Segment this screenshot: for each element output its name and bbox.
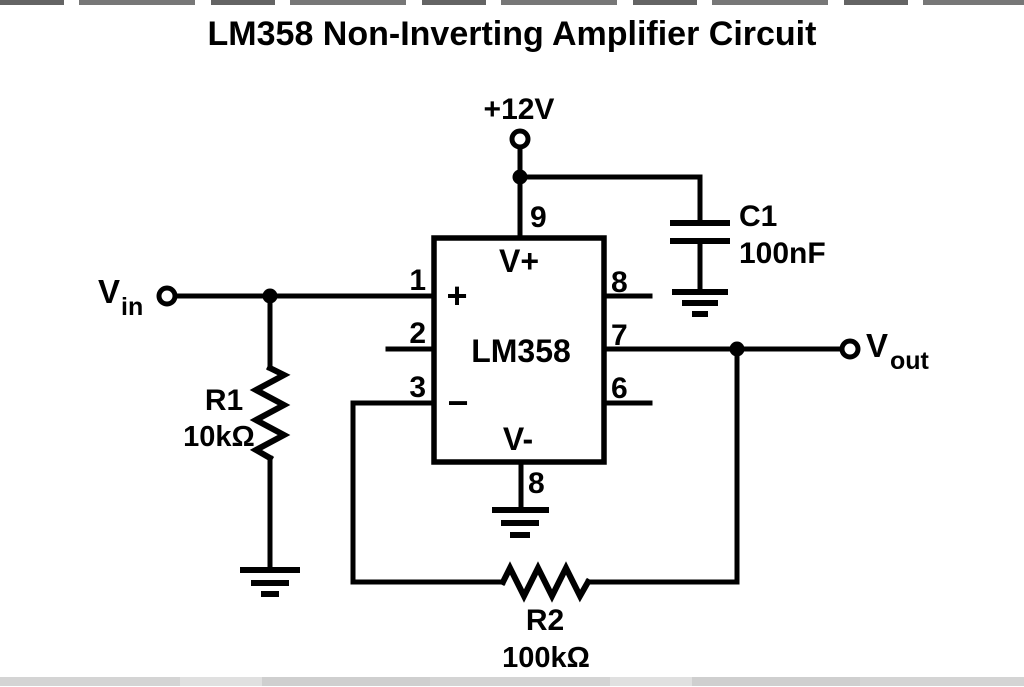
wire-supply-to-cap xyxy=(517,174,703,226)
resistor-r2-symbol xyxy=(498,561,593,603)
r2-value-label: 100kΩ xyxy=(502,642,590,674)
pin-label-top-9: 9 xyxy=(530,201,547,234)
supply-voltage-label: +12V xyxy=(484,93,555,126)
pin-label-right-8: 8 xyxy=(611,266,628,299)
scan-artifact-bottom xyxy=(0,677,1024,686)
ground-symbol-cap xyxy=(672,289,728,317)
pin-label-right-7: 7 xyxy=(611,319,628,352)
pin-label-left-2: 2 xyxy=(409,317,426,350)
r1-value-label: 10kΩ xyxy=(183,421,255,453)
cap-ref-label: C1 xyxy=(739,200,777,233)
ground-symbol-r1 xyxy=(240,567,300,597)
noninverting-input-plus-symbol: + xyxy=(446,275,467,316)
pin-label-left-1: 1 xyxy=(409,264,426,297)
vout-label-main: V xyxy=(866,327,888,364)
capacitor-c1 xyxy=(670,220,730,295)
inverting-input-minus-symbol: − xyxy=(447,382,468,423)
ground-symbol-vminus xyxy=(492,507,549,538)
pin-label-right-6: 6 xyxy=(611,372,628,405)
scan-artifact-top xyxy=(0,0,1024,5)
supply-terminal-icon xyxy=(509,128,531,150)
ic-vminus-label: V- xyxy=(503,421,533,457)
vout-terminal-icon xyxy=(839,338,861,360)
cap-value-label: 100nF xyxy=(739,237,826,270)
vin-label-sub: in xyxy=(121,293,143,321)
vout-label-sub: out xyxy=(890,347,930,375)
pin-label-left-3: 3 xyxy=(409,371,426,404)
vin-label-main: V xyxy=(98,273,120,310)
ic-part-number: LM358 xyxy=(471,333,571,369)
resistor-r1-symbol xyxy=(249,363,291,463)
ic-vplus-label: V+ xyxy=(499,243,539,279)
r1-ref-label: R1 xyxy=(205,384,243,417)
vin-terminal-icon xyxy=(156,285,178,307)
page-title: LM358 Non-Inverting Amplifier Circuit xyxy=(208,15,817,53)
pin-label-bottom-8: 8 xyxy=(528,467,545,500)
wire-pin3-feedback xyxy=(350,400,506,585)
r2-ref-label: R2 xyxy=(526,604,564,637)
